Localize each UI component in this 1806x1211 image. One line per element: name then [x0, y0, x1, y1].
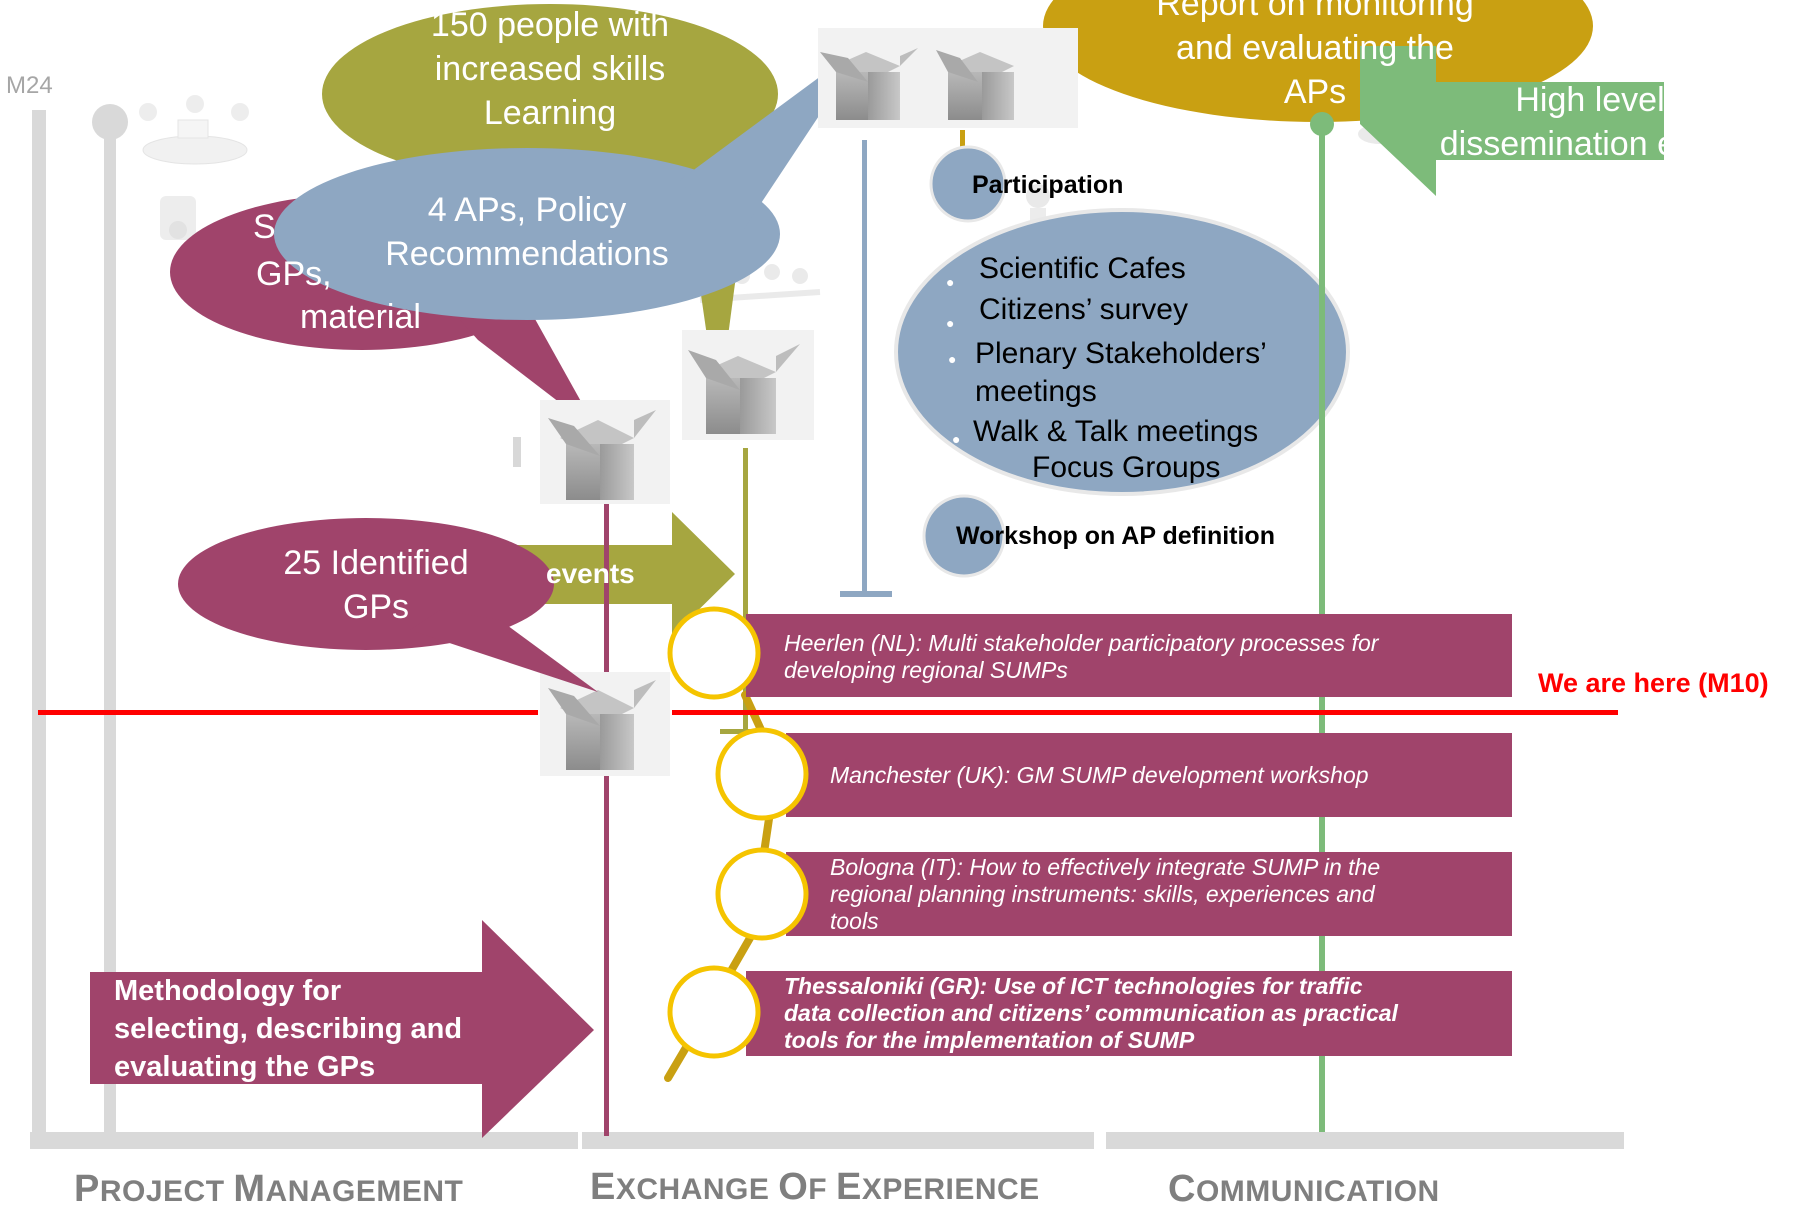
- event-text-heerlen: Heerlen (NL): Multi stakeholder particip…: [784, 630, 1379, 683]
- workshop-dot: [922, 494, 1006, 578]
- participation-item: Plenary Stakeholders’: [975, 337, 1267, 370]
- event-bar-heerlen: [746, 614, 1512, 697]
- event-text-bologna: Bologna (IT): How to effectively integra…: [830, 854, 1381, 934]
- meeting-table-icon: [139, 95, 249, 165]
- event-circle-heerlen: [667, 606, 761, 700]
- bullet-icon: ●: [948, 351, 957, 367]
- event-circle-bologna: [715, 847, 809, 941]
- maroon-bubble-text-material: material: [300, 298, 421, 336]
- participation-item: Walk & Talk meetings: [973, 415, 1259, 448]
- participation-item: meetings: [975, 375, 1097, 408]
- column-label-project-management: PROJECT MANAGEMENT: [74, 1168, 464, 1210]
- event-text-manchester: Manchester (UK): GM SUMP development wor…: [830, 762, 1369, 788]
- event-text-thessaloniki: Thessaloniki (GR): Use of ICT technologi…: [784, 973, 1398, 1053]
- bullet-icon: ●: [952, 431, 961, 447]
- column-label-communication: COMMUNICATION: [1168, 1168, 1440, 1210]
- box-icon-maroon: [540, 400, 670, 504]
- column-label-exchange-of-experience: EXCHANGE OF EXPERIENCE: [590, 1166, 1040, 1208]
- participation-ellipse: [894, 208, 1350, 496]
- blue-aps-bubble: [274, 56, 852, 320]
- events-arrow: [498, 512, 735, 636]
- box-icon-gps: [540, 672, 670, 776]
- timeline-start-label: M24: [6, 72, 53, 99]
- left-axis: [32, 104, 128, 1145]
- bullet-icon: ●: [946, 315, 955, 331]
- box-icon-olive: [682, 330, 814, 440]
- badge-icon: [160, 196, 196, 240]
- event-circle-manchester: [715, 727, 809, 821]
- blue-timeline-cap: [840, 591, 892, 597]
- event-bar-bologna: [786, 852, 1512, 936]
- olive-bubble-text: 150 people with increased skills Learnin…: [430, 6, 670, 132]
- box-icon-top-right: [930, 28, 1078, 128]
- maroon-bubble-text-gps: GPs,: [256, 255, 332, 293]
- blue-bubble-text: 4 APs, Policy Recommendations: [385, 191, 669, 273]
- dissemination-text: High level dissemination event: [1439, 81, 1741, 163]
- baseline-communication: [1106, 1132, 1624, 1149]
- blue-timeline: [862, 140, 867, 595]
- baseline-exchange-of-experience: [582, 1132, 1094, 1149]
- maroon-bubble-text-s: S: [253, 208, 276, 246]
- doc-icon: [513, 437, 521, 467]
- bullet-icon: ●: [946, 274, 955, 290]
- event-bar-thessaloniki: [746, 971, 1512, 1056]
- maroon-gps-bubble: [178, 518, 598, 692]
- event-circle-thessaloniki: [667, 965, 761, 1059]
- participation-item: Scientific Cafes: [979, 252, 1186, 285]
- olive-timeline: [743, 448, 748, 730]
- gold-bubble-text: Report on monitoring and evaluating the …: [1156, 0, 1474, 111]
- event-bar-manchester: [786, 733, 1512, 817]
- current-position-label: We are here (M10): [1538, 668, 1769, 698]
- participation-dot: [929, 145, 1007, 223]
- workshop-label: Workshop on AP definition: [956, 522, 1275, 550]
- participation-item: Citizens’ survey: [979, 293, 1188, 326]
- bullet-icon: ●: [1006, 472, 1015, 488]
- current-position-line-right: [672, 710, 1618, 715]
- maroon-timeline: [604, 438, 609, 1136]
- box-icon-top-left: [818, 28, 930, 128]
- participation-title: Participation: [972, 171, 1124, 199]
- dissemination-arrow: [1360, 46, 1664, 196]
- baseline-project-management: [30, 1132, 578, 1149]
- current-position-line: [38, 710, 538, 715]
- events-arrow-text: events: [546, 558, 635, 589]
- participation-item: Focus Groups: [1032, 451, 1221, 484]
- methodology-arrow: [90, 920, 594, 1138]
- maroon-gps-text: 25 Identified GPs: [283, 544, 469, 626]
- methodology-text: Methodology for selecting, describing an…: [114, 975, 463, 1083]
